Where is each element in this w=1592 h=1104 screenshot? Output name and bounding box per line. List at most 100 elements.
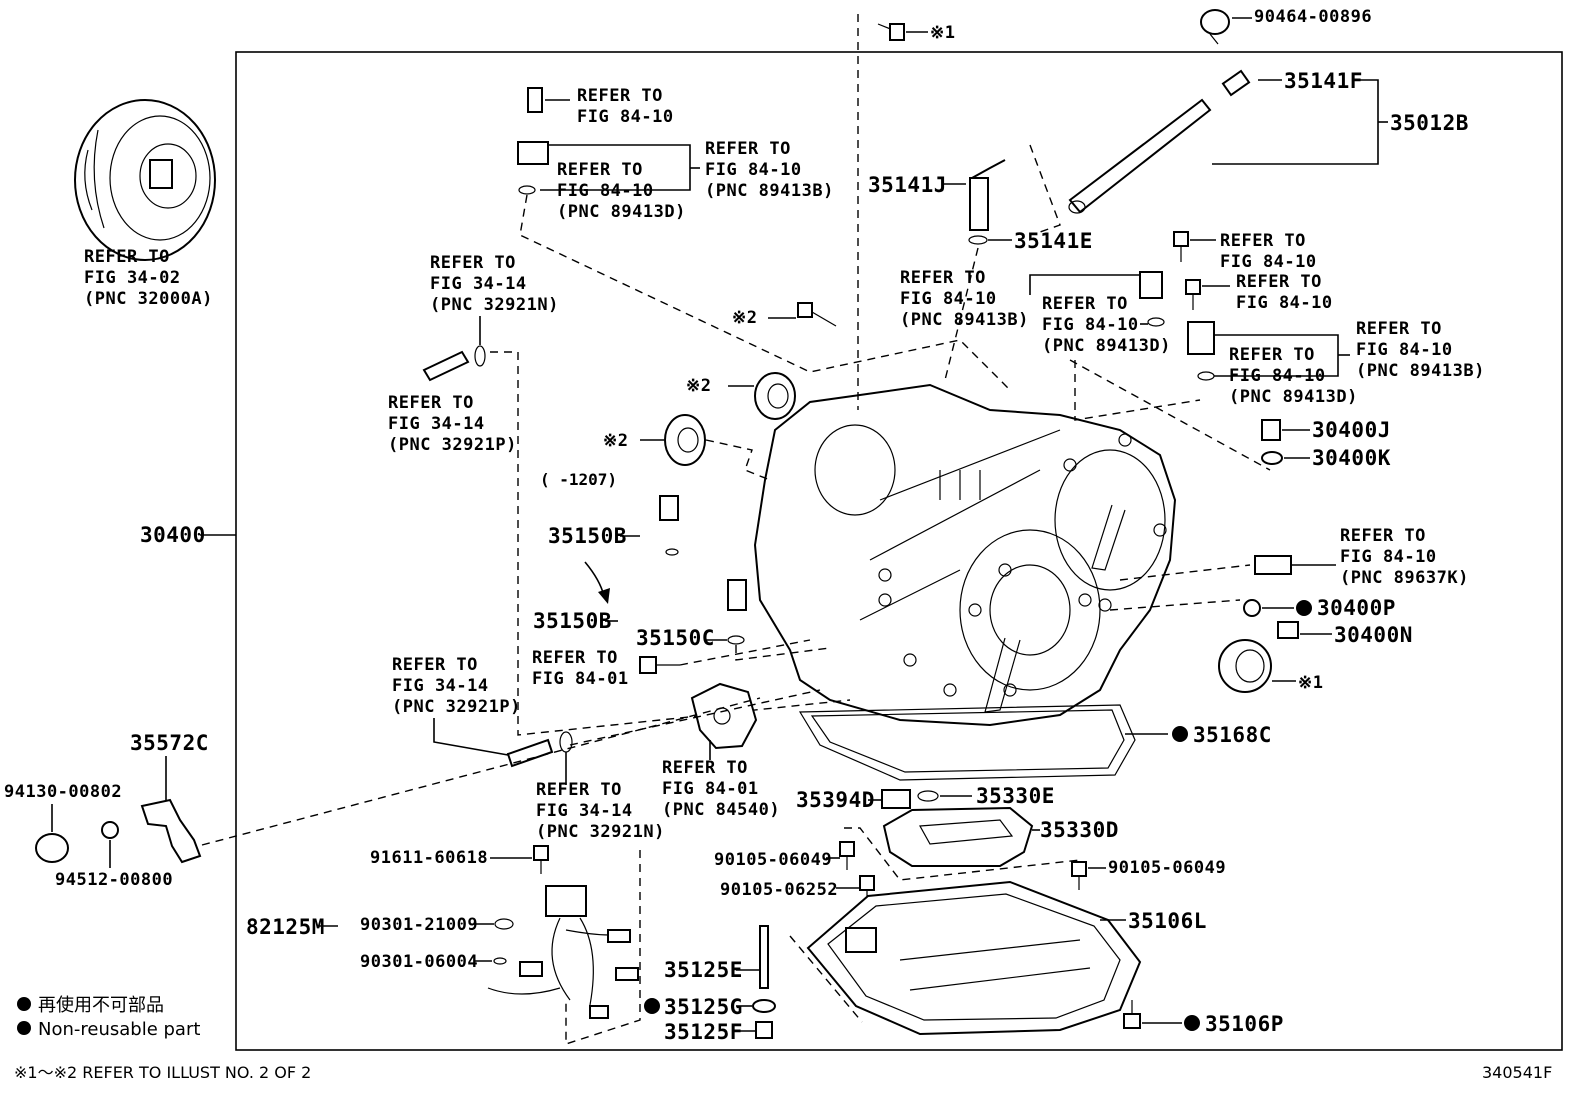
oring-90301-06004 xyxy=(493,957,507,965)
tube-35125E xyxy=(759,925,769,989)
oring-35150C xyxy=(727,635,745,645)
part-35125F: 35125F xyxy=(664,1020,743,1044)
part-30400P: 30400P xyxy=(1317,596,1396,620)
ref14-line3: (PNC 32921P) xyxy=(392,697,521,717)
oil-seal-m2-lower xyxy=(664,414,706,466)
transmission-case-illustration xyxy=(753,383,1177,727)
marker-m2-seal-2: ※2 xyxy=(603,431,628,451)
ref12-line2: FIG 84-10 xyxy=(1340,547,1437,567)
part-30400K: 30400K xyxy=(1312,446,1391,470)
bracket-35572C xyxy=(140,798,202,864)
nonreusable-dot-30400P xyxy=(1296,600,1312,616)
part-35125E: 35125E xyxy=(664,958,743,982)
pan-gasket-illustration xyxy=(798,704,1136,781)
ref10-line3: (PNC 89413B) xyxy=(1356,361,1485,381)
part-35150B-2: 35150B xyxy=(533,609,612,633)
ref12-line3: (PNC 89637K) xyxy=(1340,568,1469,588)
part-35150C: 35150C xyxy=(636,626,715,650)
part-35330D: 35330D xyxy=(1040,818,1119,842)
marker-m1-top: ※1 xyxy=(930,23,955,43)
oring-35141E xyxy=(968,235,988,245)
ref5-line3: (PNC 32921P) xyxy=(388,435,517,455)
ref14-line1: REFER TO xyxy=(392,655,478,675)
sensor-right-1 xyxy=(1139,271,1165,327)
marker-m2-bolt: ※2 xyxy=(732,308,757,328)
ref9-line2: FIG 84-10 xyxy=(1236,293,1333,313)
neutral-switch-84540 xyxy=(690,682,758,750)
oil-seal-m1-right xyxy=(1218,639,1272,693)
ref14-line2: FIG 34-14 xyxy=(392,676,489,696)
ref15-line3: (PNC 32921N) xyxy=(536,822,665,842)
ref1-line1: REFER TO xyxy=(577,86,663,106)
sensor-35150B-upper xyxy=(659,495,679,556)
part-35150B-1: 35150B xyxy=(548,524,627,548)
part-94512-00800: 94512-00800 xyxy=(55,870,173,890)
ref15-line2: FIG 34-14 xyxy=(536,801,633,821)
switch-89637K xyxy=(1254,555,1292,575)
ref7-line2: FIG 84-10 xyxy=(1042,315,1139,335)
part-30400N: 30400N xyxy=(1334,623,1413,647)
dipstick-tube-illustration xyxy=(1068,69,1251,214)
legend-dot-jp xyxy=(17,997,31,1011)
legend-dot-en xyxy=(17,1021,31,1035)
bolt-90105-left xyxy=(839,841,855,870)
ref3-line3: (PNC 89413B) xyxy=(705,181,834,201)
part-90301-21009: 90301-21009 xyxy=(360,915,478,935)
ref8-line1: REFER TO xyxy=(1220,231,1306,251)
gasket-30400P xyxy=(1243,599,1261,617)
harness-82125M xyxy=(487,885,639,1019)
tc-ref-line3: (PNC 32000A) xyxy=(84,289,213,309)
ref12-line1: REFER TO xyxy=(1340,526,1426,546)
ref3-line1: REFER TO xyxy=(705,139,791,159)
ref3-line2: FIG 84-10 xyxy=(705,160,802,180)
part-35141F: 35141F xyxy=(1284,69,1363,93)
part-35106P: 35106P xyxy=(1205,1012,1284,1036)
clip-90464-illustration xyxy=(1200,9,1230,45)
bolt-m2 xyxy=(797,302,837,327)
ref10-line2: FIG 84-10 xyxy=(1356,340,1453,360)
oring-35330E xyxy=(917,790,939,802)
ref1-line2: FIG 84-10 xyxy=(577,107,674,127)
part-30400J: 30400J xyxy=(1312,418,1391,442)
part-90464-00896: 90464-00896 xyxy=(1254,7,1372,27)
bolt-91611 xyxy=(533,845,549,874)
ref11-line2: FIG 84-10 xyxy=(1229,366,1326,386)
footnote-refer: ※1～※2 REFER TO ILLUST NO. 2 OF 2 xyxy=(14,1063,311,1082)
plug-30400J xyxy=(1261,419,1281,441)
ref2-line3: (PNC 89413D) xyxy=(557,202,686,222)
part-35012B: 35012B xyxy=(1390,111,1469,135)
bolt-right-1 xyxy=(1173,231,1189,262)
ref16-line2: FIG 84-01 xyxy=(662,779,759,799)
ref6-line1: REFER TO xyxy=(900,268,986,288)
ref16-line3: (PNC 84540) xyxy=(662,800,780,820)
oring-90301-21009 xyxy=(494,918,514,930)
elbow-35141J-illustration xyxy=(969,159,1006,231)
part-90105-06049-left: 90105-06049 xyxy=(714,850,832,870)
speed-sensor-top-illustration xyxy=(517,87,549,195)
ref16-line1: REFER TO xyxy=(662,758,748,778)
ref5-line2: FIG 34-14 xyxy=(388,414,485,434)
ref4-line1: REFER TO xyxy=(430,253,516,273)
ref13-line2: FIG 84-01 xyxy=(532,669,629,689)
legend-jp: 再使用不可部品 xyxy=(38,995,164,1016)
date-range: ( -1207) xyxy=(540,470,617,489)
part-35141E: 35141E xyxy=(1014,229,1093,253)
nut-94130 xyxy=(35,833,69,863)
plug-35125F xyxy=(755,1021,773,1039)
ref9-line1: REFER TO xyxy=(1236,272,1322,292)
nonreusable-dot-35125G xyxy=(644,998,660,1014)
sensor-35150B-lower xyxy=(727,579,747,611)
ref10-line1: REFER TO xyxy=(1356,319,1442,339)
ref6-line2: FIG 84-10 xyxy=(900,289,997,309)
part-35106L: 35106L xyxy=(1128,909,1207,933)
bolt-m1-top xyxy=(877,23,905,41)
ref15-line1: REFER TO xyxy=(536,780,622,800)
bolt-90105-right xyxy=(1071,861,1087,890)
plug-30400N xyxy=(1277,621,1299,639)
nonreusable-dot-35168C xyxy=(1172,726,1188,742)
magnet-35394D xyxy=(881,789,911,809)
bolt-84-01 xyxy=(639,656,657,674)
ref7-line3: (PNC 89413D) xyxy=(1042,336,1171,356)
ref5-line1: REFER TO xyxy=(388,393,474,413)
